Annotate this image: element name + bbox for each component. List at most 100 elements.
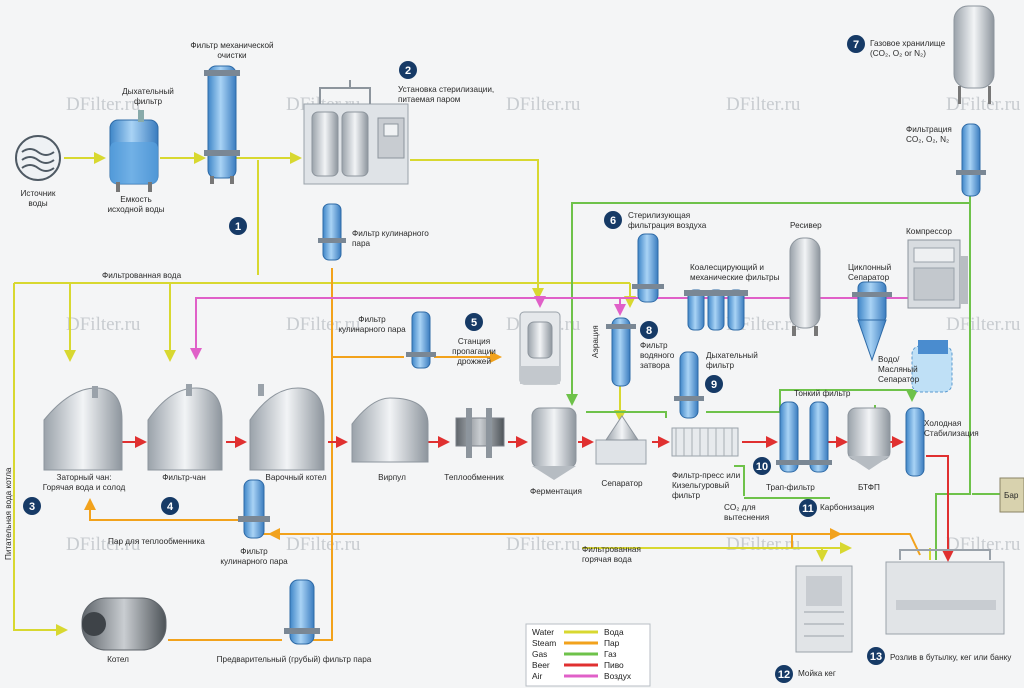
watermark-text: DFilter.ru — [726, 534, 801, 555]
label-mash-tun: Заторный чан:Горячая вода и солод — [43, 473, 126, 492]
gas-filter — [956, 123, 986, 197]
step-badge-1: 1 — [229, 217, 247, 235]
label-lauter-tun: Фильтр-чан — [162, 473, 206, 482]
watermark-text: DFilter.ru — [506, 534, 581, 555]
label-whirlpool: Вирпул — [378, 473, 406, 482]
step-badge-10: 10 — [753, 457, 771, 475]
label-bottling: Розлив в бутылку, кег или банку — [890, 653, 1012, 662]
whirlpool — [351, 397, 429, 463]
step-badge-3: 3 — [23, 497, 41, 515]
svg-text:9: 9 — [711, 379, 717, 391]
bar-box — [999, 477, 1024, 513]
label-compressor: Компрессор — [906, 227, 952, 236]
label-steam-for-exchanger: Пар для теплообменника — [108, 537, 205, 546]
btfp-tank — [847, 407, 891, 470]
watermark-text: DFilter.ru — [946, 534, 1021, 555]
water-source-icon — [15, 135, 61, 181]
watermark-text: DFilter.ru — [66, 534, 141, 555]
separator-unit — [595, 415, 647, 465]
watermark-text: DFilter.ru — [946, 314, 1021, 335]
boiler — [81, 597, 167, 651]
label-pre-steam-filter: Предварительный (грубый) фильтр пара — [217, 655, 372, 664]
heat-exchanger — [455, 408, 505, 458]
watermark-text: DFilter.ru — [726, 314, 801, 335]
legend-label-ru: Пар — [604, 638, 620, 648]
label-carbonation: Карбонизация — [820, 503, 874, 512]
step-badge-8: 8 — [640, 321, 658, 339]
yeast-propagation-station — [519, 311, 561, 385]
legend-label-en: Water — [532, 627, 554, 637]
legend-label-en: Beer — [532, 660, 550, 670]
cyclone-separator — [852, 281, 892, 362]
svg-text:11: 11 — [802, 503, 814, 515]
water-lines — [13, 152, 931, 636]
bottling-line — [885, 549, 1005, 635]
step-badge-2: 2 — [399, 61, 417, 79]
legend-label-ru: Воздух — [604, 671, 632, 681]
label-btfp: БТФП — [858, 483, 880, 492]
watermark-text: DFilter.ru — [946, 94, 1021, 115]
label-filtered-water: Фильтрованная вода — [102, 271, 182, 280]
label-bar: Бар — [1004, 491, 1019, 500]
watermark-text: DFilter.ru — [66, 314, 141, 335]
legend-label-en: Gas — [532, 649, 547, 659]
legend-row: Steam Пар — [532, 638, 620, 648]
label-trap-filter: Трап-фильтр — [766, 483, 815, 492]
legend-label-ru: Пиво — [604, 660, 624, 670]
label-receiver: Ресивер — [790, 221, 822, 230]
filter-press — [671, 427, 739, 457]
svg-text:4: 4 — [167, 501, 174, 513]
step-badge-9: 9 — [705, 375, 723, 393]
step-badge-11: 11 — [799, 499, 817, 517]
svg-text:5: 5 — [471, 317, 477, 329]
steam-lines — [84, 268, 921, 641]
label-separator: Сепаратор — [601, 479, 643, 488]
fermentation-tank — [531, 407, 577, 480]
svg-text:2: 2 — [405, 65, 411, 77]
water-trap-filter — [606, 317, 636, 387]
culinary-steam-filter-mid — [406, 311, 436, 369]
gas-storage-tank — [953, 5, 995, 104]
legend-row: Beer Пиво — [532, 660, 624, 670]
steam-sterilization-unit — [303, 80, 409, 185]
label-boiler-feed-water: Питательная вода котла — [4, 467, 13, 560]
svg-text:12: 12 — [778, 669, 790, 681]
compressor — [907, 239, 968, 309]
cold-stabilization-filter — [905, 407, 925, 477]
label-gas-storage: Газовое хранилище(CO₂, O₂ or N₂) — [870, 39, 946, 58]
badges-layer: 1 2 3 4 5 6 7 8 9 10 11 12 13 — [23, 35, 885, 683]
legend-label-ru: Вода — [604, 627, 624, 637]
svg-text:7: 7 — [853, 39, 859, 51]
svg-text:6: 6 — [610, 215, 616, 227]
air-lines — [190, 296, 914, 360]
svg-text:13: 13 — [870, 651, 882, 663]
legend-label-en: Steam — [532, 638, 556, 648]
pre-steam-filter — [284, 579, 320, 645]
beer-lines — [122, 436, 954, 562]
keg-washer — [795, 565, 853, 653]
label-heat-exchanger: Теплообменник — [444, 473, 504, 482]
watermark-text: DFilter.ru — [286, 534, 361, 555]
step-badge-12: 12 — [775, 665, 793, 683]
watermark-text: DFilter.ru — [66, 94, 141, 115]
step-badge-5: 5 — [465, 313, 483, 331]
label-steam-sterilization: Установка стерилизации,питаемая паром — [398, 85, 494, 104]
brew-kettle — [249, 384, 325, 471]
svg-text:3: 3 — [29, 501, 35, 513]
watermark-text: DFilter.ru — [286, 314, 361, 335]
